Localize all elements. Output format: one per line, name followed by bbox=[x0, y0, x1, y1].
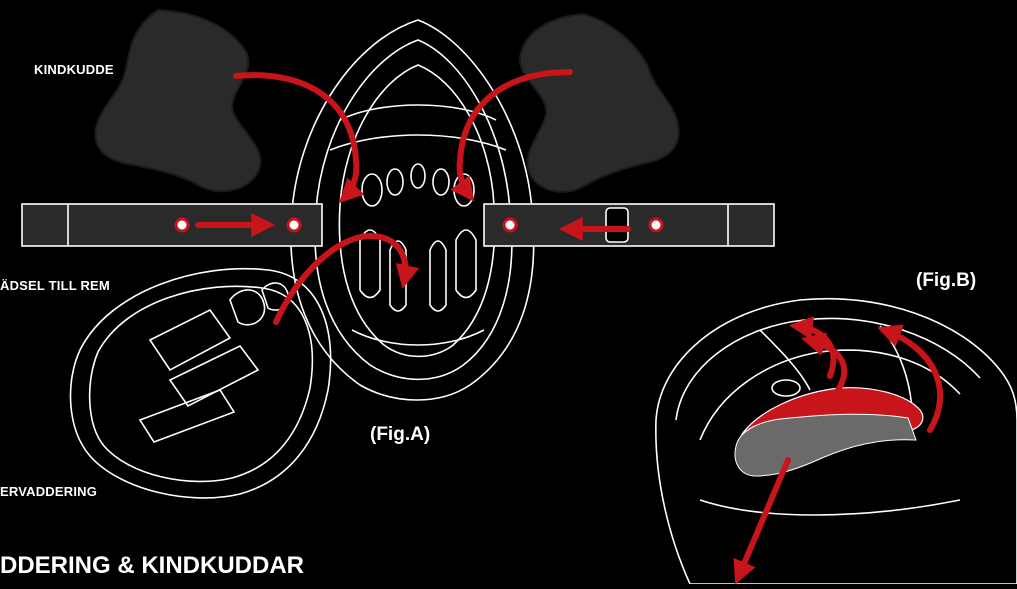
section-heading: DDERING & KINDKUDDAR bbox=[0, 552, 304, 580]
fig-a-label: (Fig.A) bbox=[370, 424, 430, 446]
right-strap bbox=[484, 204, 774, 246]
cheek-pad-label: KINDKUDDE bbox=[34, 62, 114, 77]
liner-pad bbox=[71, 269, 331, 498]
left-cheek-pad bbox=[95, 10, 260, 191]
right-cheek-pad bbox=[520, 14, 679, 192]
strap-buckle-label: ÄDSEL TILL REM bbox=[0, 278, 110, 293]
fig-b-label: (Fig.B) bbox=[916, 270, 976, 292]
crown-pad-gray bbox=[735, 414, 916, 476]
left-strap bbox=[22, 204, 322, 246]
liner-label: ERVADDERING bbox=[0, 484, 97, 499]
